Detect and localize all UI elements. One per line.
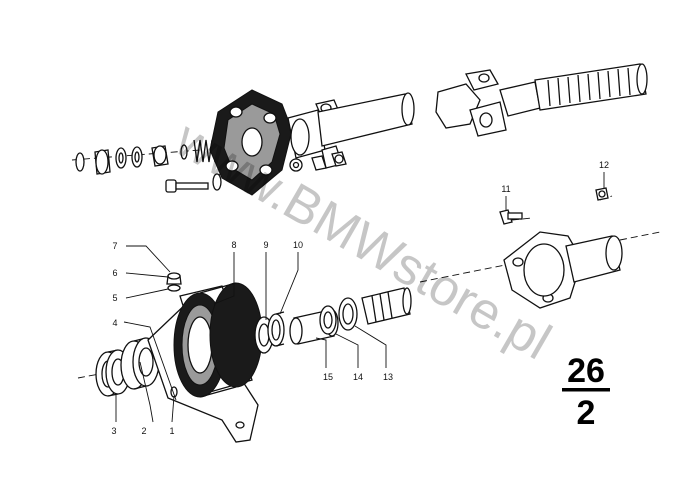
splined-stub bbox=[361, 287, 412, 325]
center-support-bearing bbox=[147, 282, 263, 443]
callout-5: 5 bbox=[112, 293, 117, 303]
callout-4: 4 bbox=[112, 318, 117, 328]
callout-10: 10 bbox=[293, 240, 303, 250]
ring-14 bbox=[319, 305, 337, 335]
callout-15: 15 bbox=[323, 372, 333, 382]
callout-9: 9 bbox=[263, 240, 268, 250]
group-fraction-bar bbox=[562, 388, 610, 392]
upper-assembly bbox=[71, 63, 648, 196]
lower-assembly bbox=[77, 187, 661, 443]
upper-bolt bbox=[165, 173, 222, 193]
group-sub-number: 2 bbox=[577, 394, 596, 432]
callout-8: 8 bbox=[231, 240, 236, 250]
flex-disc-joint bbox=[209, 89, 293, 196]
callout-1: 1 bbox=[169, 426, 174, 436]
nut-12 bbox=[595, 187, 609, 201]
ring-13 bbox=[338, 297, 358, 331]
upper-shaft-tube bbox=[287, 92, 415, 169]
rear-shaft bbox=[503, 231, 623, 309]
universal-joint-shaft bbox=[435, 63, 648, 137]
callout-14: 14 bbox=[353, 372, 363, 382]
callout-13: 13 bbox=[383, 372, 393, 382]
callout-11: 11 bbox=[501, 184, 510, 194]
callout-12: 12 bbox=[599, 160, 609, 170]
upper-small-parts bbox=[75, 139, 216, 175]
callout-6: 6 bbox=[112, 268, 117, 278]
callout-3: 3 bbox=[111, 426, 116, 436]
group-main-number: 26 bbox=[567, 352, 605, 390]
group-number: 26 2 bbox=[562, 352, 610, 432]
callout-2: 2 bbox=[141, 426, 146, 436]
callout-labels: 1 2 3 4 5 6 7 8 9 10 11 12 13 14 15 bbox=[111, 160, 609, 436]
upper-nuts bbox=[289, 151, 347, 172]
bolt-11 bbox=[499, 209, 523, 225]
callout-7: 7 bbox=[112, 241, 117, 251]
support-nut-washer bbox=[166, 272, 182, 292]
leader-lines bbox=[115, 172, 605, 423]
rings-9-10 bbox=[254, 311, 285, 354]
